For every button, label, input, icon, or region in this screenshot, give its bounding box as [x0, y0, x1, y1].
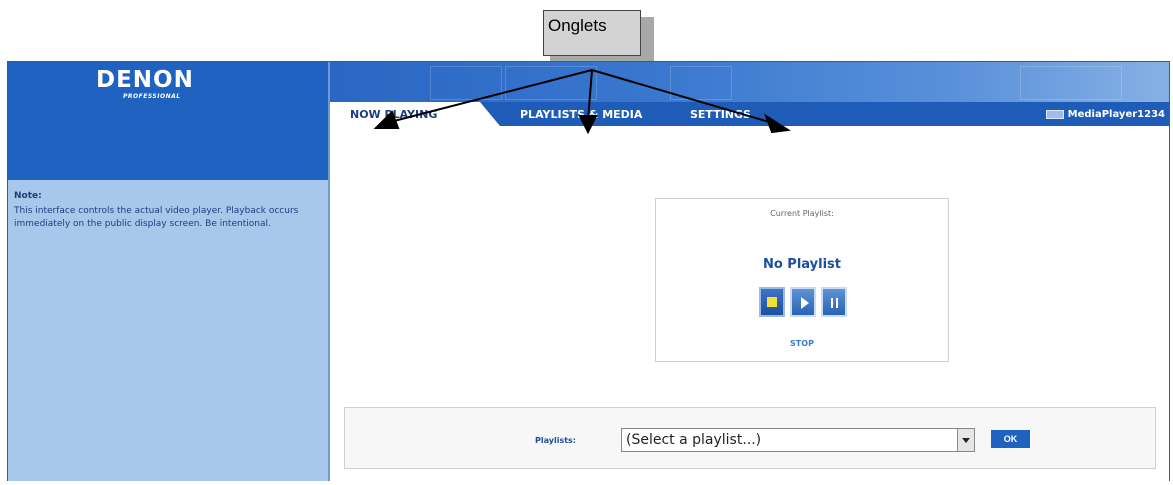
play-button[interactable] — [790, 287, 816, 317]
tab-now-playing[interactable]: NOW PLAYING — [330, 102, 500, 126]
tab-playlists-media[interactable]: PLAYLISTS & MEDIA — [520, 108, 643, 121]
note-panel: Note: This interface controls the actual… — [8, 180, 328, 481]
banner-decoration — [1020, 66, 1122, 100]
banner-decoration — [505, 66, 597, 100]
current-playlist-panel: Current Playlist: No Playlist STOP — [655, 198, 949, 362]
select-dropdown-button[interactable] — [957, 429, 974, 451]
sidebar-divider — [328, 62, 330, 481]
callout-onglets: Onglets — [543, 10, 641, 56]
tab-settings[interactable]: SETTINGS — [690, 108, 751, 121]
device-icon — [1045, 109, 1064, 119]
banner-decoration — [670, 66, 732, 100]
playlist-selector-panel: Playlists: (Select a playlist...) OK — [344, 407, 1156, 469]
device-name: MediaPlayer1234 — [1067, 109, 1165, 120]
current-playlist-label: Current Playlist: — [770, 209, 834, 218]
header-banner — [330, 62, 1169, 102]
stop-icon — [767, 297, 777, 307]
tab-bar: NOW PLAYING PLAYLISTS & MEDIA SETTINGS M… — [330, 102, 1169, 126]
playlist-select[interactable]: (Select a playlist...) — [621, 428, 975, 452]
playlists-label: Playlists: — [535, 436, 577, 445]
device-indicator: MediaPlayer1234 — [1045, 102, 1165, 128]
pause-button[interactable] — [821, 287, 847, 317]
stop-button[interactable] — [759, 287, 785, 317]
playlist-select-value: (Select a playlist...) — [626, 432, 762, 448]
brand-panel: DENON PROFESSIONAL — [8, 62, 328, 180]
ok-button[interactable]: OK — [991, 430, 1030, 448]
media-player-app: DENON PROFESSIONAL Note: This interface … — [7, 61, 1170, 481]
playlist-name: No Playlist — [762, 257, 842, 272]
note-text: This interface controls the actual video… — [14, 206, 299, 229]
note-title: Note: — [14, 191, 42, 201]
play-icon — [801, 297, 809, 309]
denon-logo: DENON — [96, 67, 194, 93]
banner-decoration — [430, 66, 502, 100]
main-content: Current Playlist: No Playlist STOP — [330, 126, 1169, 481]
denon-logo-sub: PROFESSIONAL — [123, 93, 181, 100]
chevron-down-icon — [962, 438, 970, 443]
playback-state-label: STOP — [790, 339, 814, 348]
